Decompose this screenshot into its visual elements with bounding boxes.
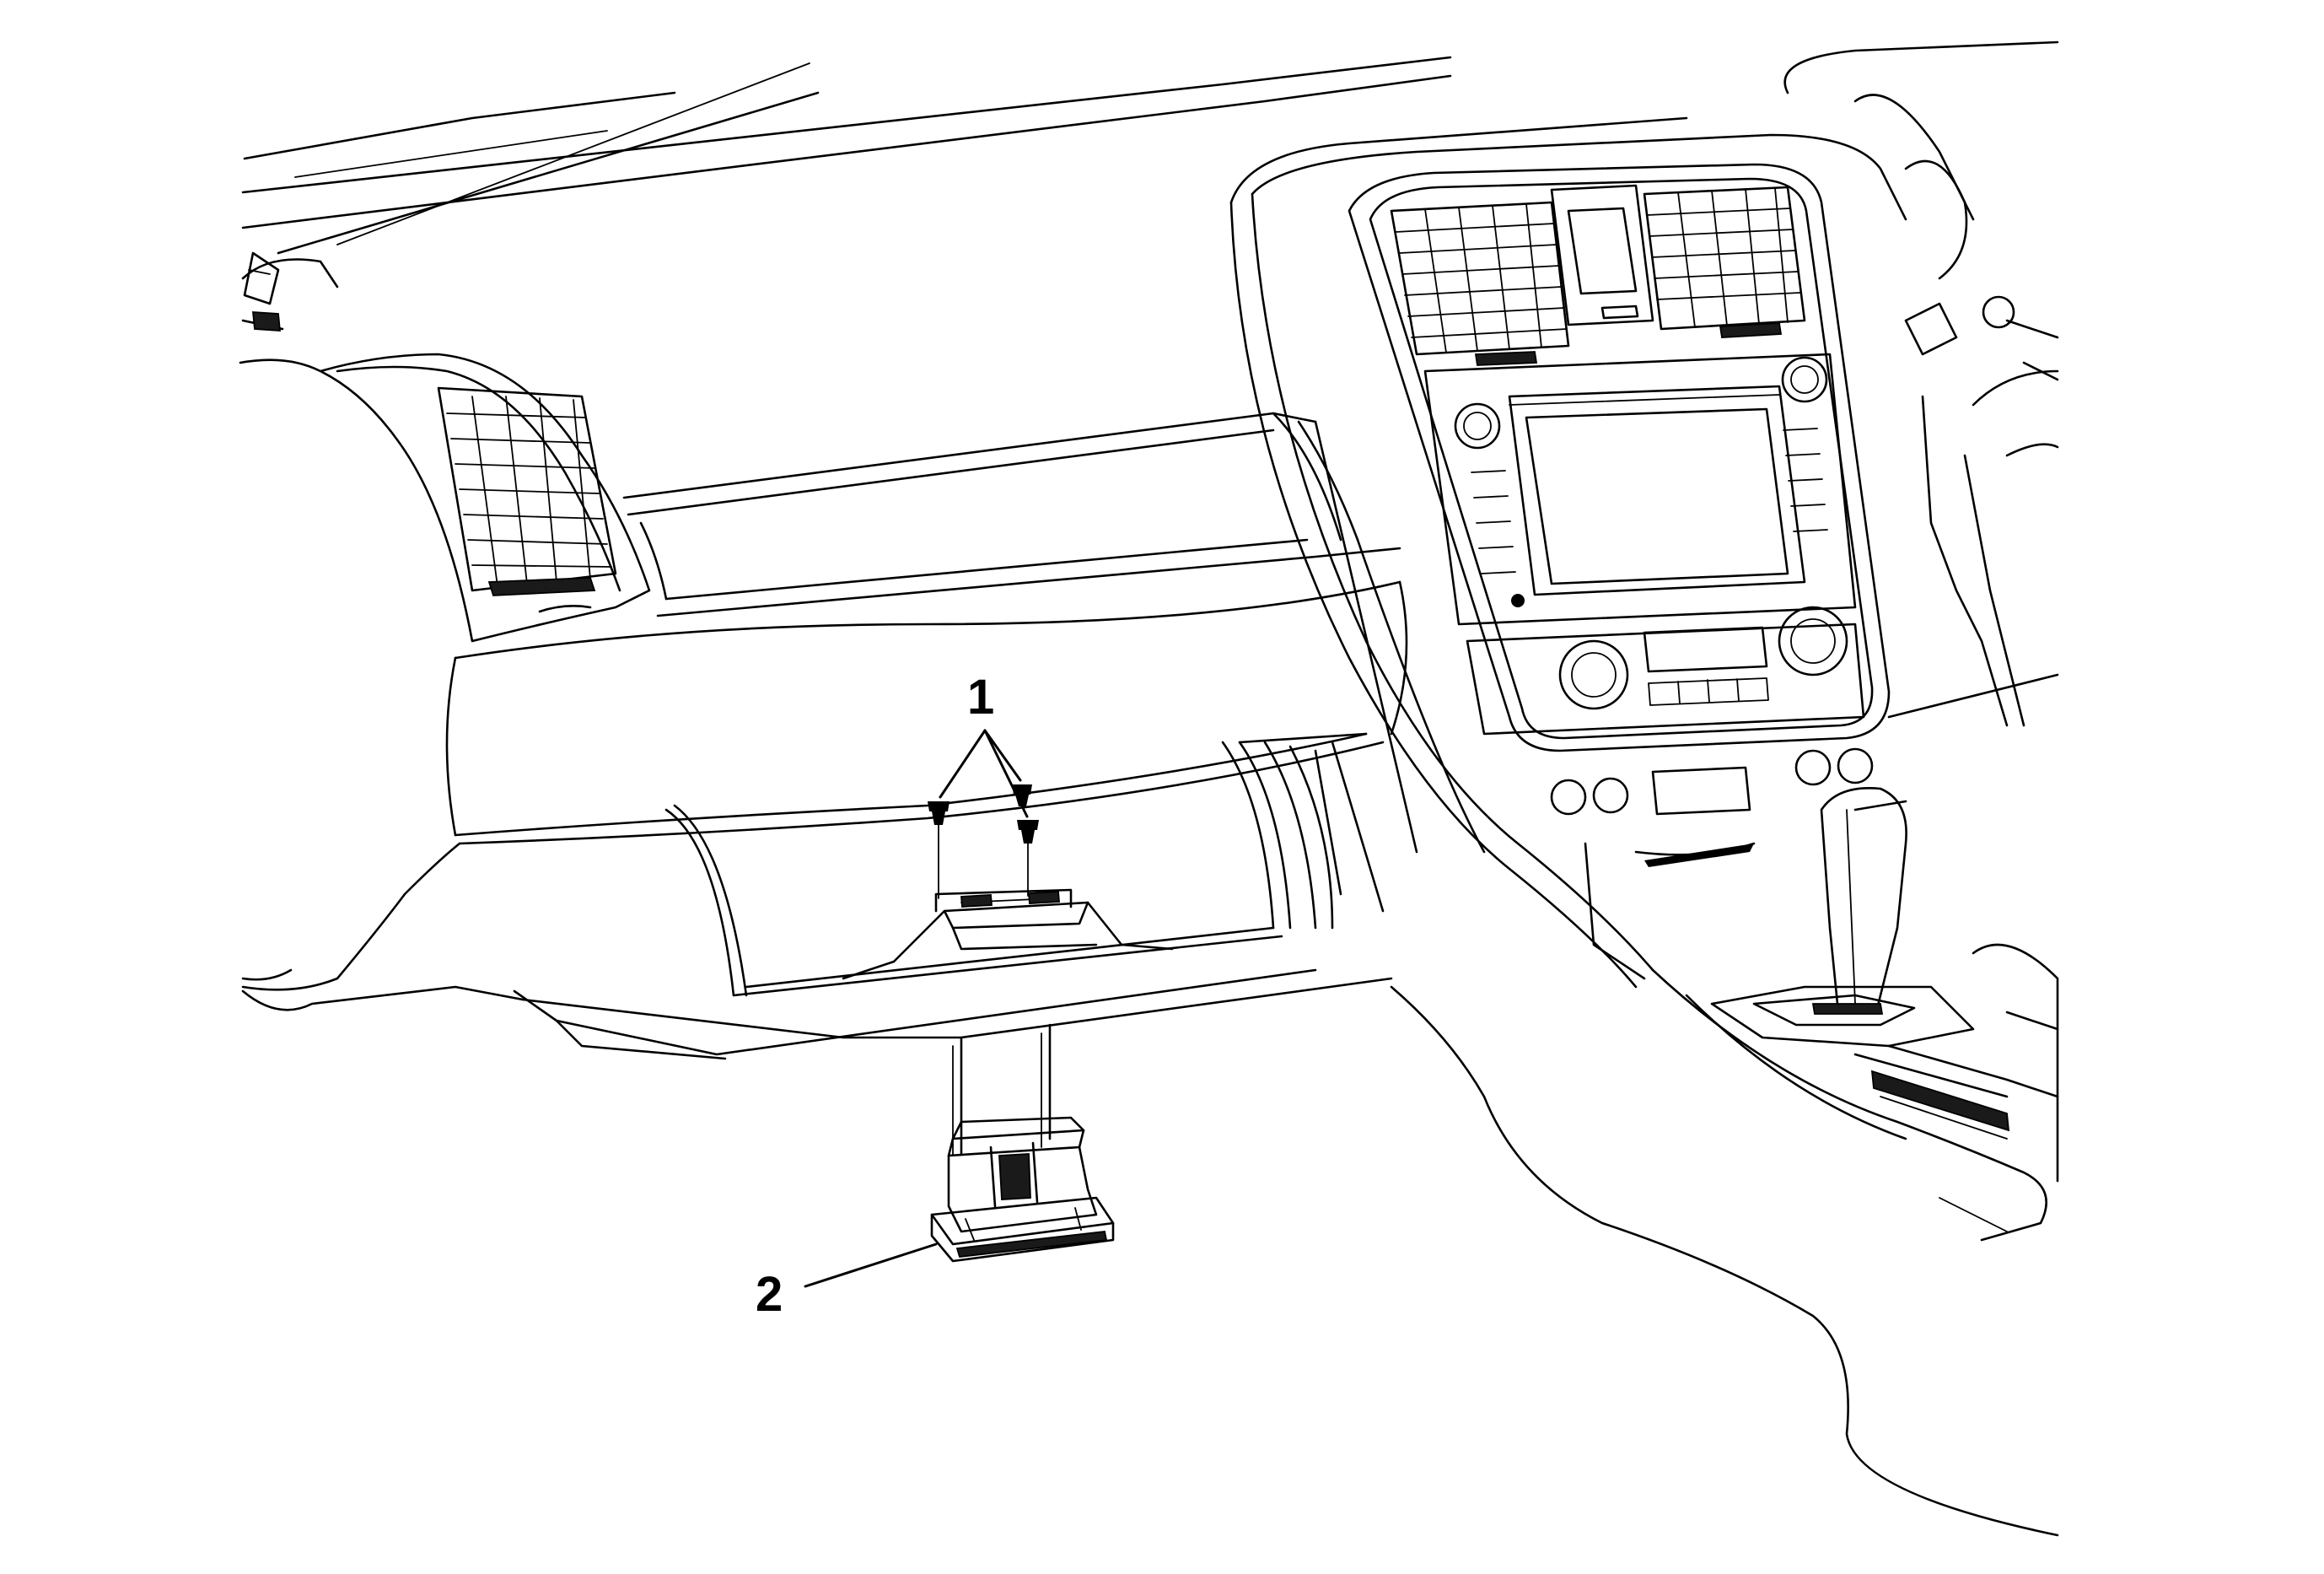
center-vent-right: [1643, 186, 1806, 338]
lower-console: [1550, 747, 1907, 980]
callout-2-leader: [804, 1242, 938, 1288]
climate-control-panel: [1466, 606, 1865, 736]
glove-box-area: [241, 580, 1408, 1060]
instrument-cluster-edge: [1783, 40, 2059, 727]
center-stack-housing: [1229, 116, 1907, 989]
callout-label-2: 2: [756, 1267, 783, 1322]
callout-label-1: 1: [967, 670, 995, 725]
right-console: [1853, 943, 2059, 1183]
console-lower-curve: [1390, 968, 2059, 1537]
dash-trim-panel: [622, 412, 1401, 617]
radio-head-unit: [1423, 353, 1857, 626]
hazard-switch: [1550, 184, 1654, 326]
center-stack-bezel: [1348, 163, 1891, 752]
windshield-edge: [241, 56, 1452, 255]
dashboard-upper-surface: [239, 251, 339, 373]
center-vent-left: [1390, 201, 1570, 366]
glove-box-opening: [664, 732, 1385, 997]
glove-box-latch-mount: [842, 888, 1174, 980]
gear-shifter: [1710, 787, 1975, 1048]
callout-1-leaders: [939, 729, 1029, 818]
dash-lower-edge: [952, 1023, 1052, 1165]
left-air-vent: [319, 353, 651, 643]
glove-box-latch-switch: [930, 1116, 1115, 1263]
screw-left: [928, 801, 950, 899]
screw-right: [1017, 820, 1039, 897]
